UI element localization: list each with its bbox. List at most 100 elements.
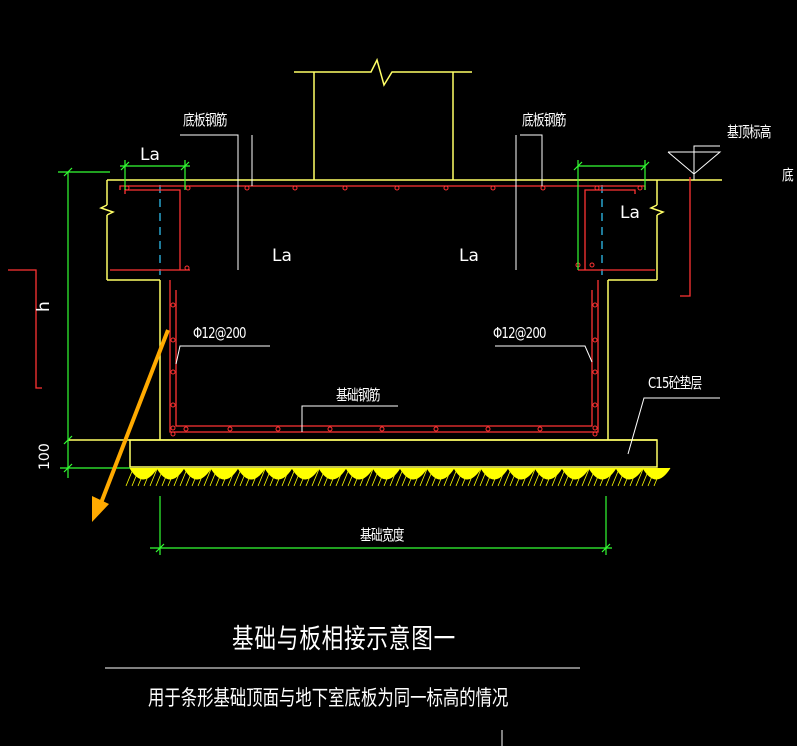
soil-hatch-line: [563, 468, 572, 487]
soil-hatch-line: [593, 468, 602, 487]
rebar-dot: [170, 425, 176, 431]
soil-scallop: [210, 467, 239, 480]
foundation-outline: [68, 179, 722, 468]
la-label-mid-right: La: [459, 246, 479, 266]
soil-hatch-line: [455, 468, 464, 487]
soil-hatch-line: [353, 468, 362, 487]
cushion-label: C15砼垫层: [648, 374, 702, 392]
soil-scallop: [318, 467, 347, 480]
top-elevation-label: 基顶标高: [727, 123, 771, 141]
soil-hatch-line: [299, 468, 308, 487]
dimension-tick: [180, 161, 190, 171]
rebar-dot: [592, 369, 598, 375]
rebar-dot: [592, 425, 598, 431]
soil-hatch-line: [425, 468, 434, 487]
dim-100-label: 100: [37, 443, 53, 470]
soil-hatch-line: [173, 468, 182, 487]
drawing-subtitle: 用于条形基础顶面与地下室底板为同一标高的情况: [148, 686, 509, 710]
rebar-dot: [227, 426, 233, 432]
la-label-mid-left: La: [272, 246, 292, 266]
soil-hatch-line: [497, 468, 506, 487]
rebar-dot: [394, 185, 400, 191]
soil-hatch-line: [191, 468, 200, 487]
soil-hatch-line: [623, 468, 632, 487]
rebar-dot: [170, 402, 176, 408]
la-label-top-left: La: [140, 145, 160, 165]
soil-hatch-line: [569, 468, 578, 487]
rebar-dot: [184, 265, 190, 271]
dimension-tick: [155, 543, 165, 553]
soil-hatch-line: [635, 468, 644, 487]
rebar-dots: [124, 185, 643, 437]
soil-hatch-line: [401, 468, 410, 487]
soil-hatch-line: [605, 468, 614, 487]
rebar-dot: [637, 185, 643, 191]
rebar-dot: [170, 369, 176, 375]
soil-scallop: [264, 467, 293, 480]
soil-hatch-line: [479, 468, 488, 487]
soil-hatch-line: [527, 468, 536, 487]
soil-hatch-line: [311, 468, 320, 487]
soil-hatch-line: [521, 468, 530, 487]
soil-hatch-line: [185, 468, 194, 487]
soil-hatch-line: [395, 468, 404, 487]
rebar-dot: [592, 302, 598, 308]
rebar-dot: [592, 402, 598, 408]
soil-hatch-line: [503, 468, 512, 487]
soil-hatch-line: [467, 468, 476, 487]
soil-scallop: [642, 467, 671, 480]
soil-hatch-line: [617, 468, 626, 487]
dimension-tick: [63, 435, 73, 445]
soil-hatch-line: [365, 468, 374, 487]
dimension-tick: [601, 543, 611, 553]
soil-hatch-line: [539, 468, 548, 487]
foundation-rebar-label: 基础钢筋: [336, 386, 380, 404]
soil-hatch-line: [281, 468, 290, 487]
soil-hatch-line: [233, 468, 242, 487]
soil-hatch-line: [389, 468, 398, 487]
soil-hatch-line: [263, 468, 272, 487]
soil-hatch-line: [449, 468, 458, 487]
soil-hatch-line: [641, 468, 650, 487]
dimension-lines: [58, 160, 646, 555]
soil-hatch-line: [557, 468, 566, 487]
soil-hatch-line: [131, 468, 140, 487]
soil-hatch-line: [581, 468, 590, 487]
soil-hatch-line: [419, 468, 428, 487]
soil-hatch-line: [629, 468, 638, 487]
rebar-dot: [433, 426, 439, 432]
soil-hatch-line: [407, 468, 416, 487]
soil-hatch-line: [227, 468, 236, 487]
soil-hatch-line: [485, 468, 494, 487]
soil-hatch-line: [341, 468, 350, 487]
soil-hatch-line: [551, 468, 560, 487]
rebar-dot: [170, 302, 176, 308]
soil-hatch-line: [359, 468, 368, 487]
clipped-label: 底: [782, 166, 794, 184]
soil-hatch-line: [215, 468, 224, 487]
axis-lines: [159, 185, 603, 275]
soil-hatch-line: [251, 468, 260, 487]
dimension-tick: [640, 161, 650, 171]
soil-hatch-line: [335, 468, 344, 487]
soil-hatch-line: [293, 468, 302, 487]
rebar-dot: [275, 426, 281, 432]
soil-scallop: [480, 467, 509, 480]
soil-hatch-line: [347, 468, 356, 487]
soil-hatch-line: [155, 468, 164, 487]
bottom-rebar-label-left: 底板钢筋: [183, 111, 227, 129]
stirrup-label-right: Φ12@200: [493, 324, 546, 342]
rebar-dot: [485, 426, 491, 432]
soil-hatch-line: [413, 468, 422, 487]
soil-hatch: [125, 467, 671, 487]
soil-scallop: [156, 467, 185, 480]
soil-hatch-line: [509, 468, 518, 487]
dimension-tick: [63, 463, 73, 473]
soil-hatch-line: [461, 468, 470, 487]
soil-hatch-line: [287, 468, 296, 487]
rebar-dot: [342, 185, 348, 191]
width-label: 基础宽度: [360, 526, 404, 544]
rebar-dot: [379, 426, 385, 432]
height-label: h: [34, 301, 54, 312]
pointer-arrow: [92, 329, 170, 522]
